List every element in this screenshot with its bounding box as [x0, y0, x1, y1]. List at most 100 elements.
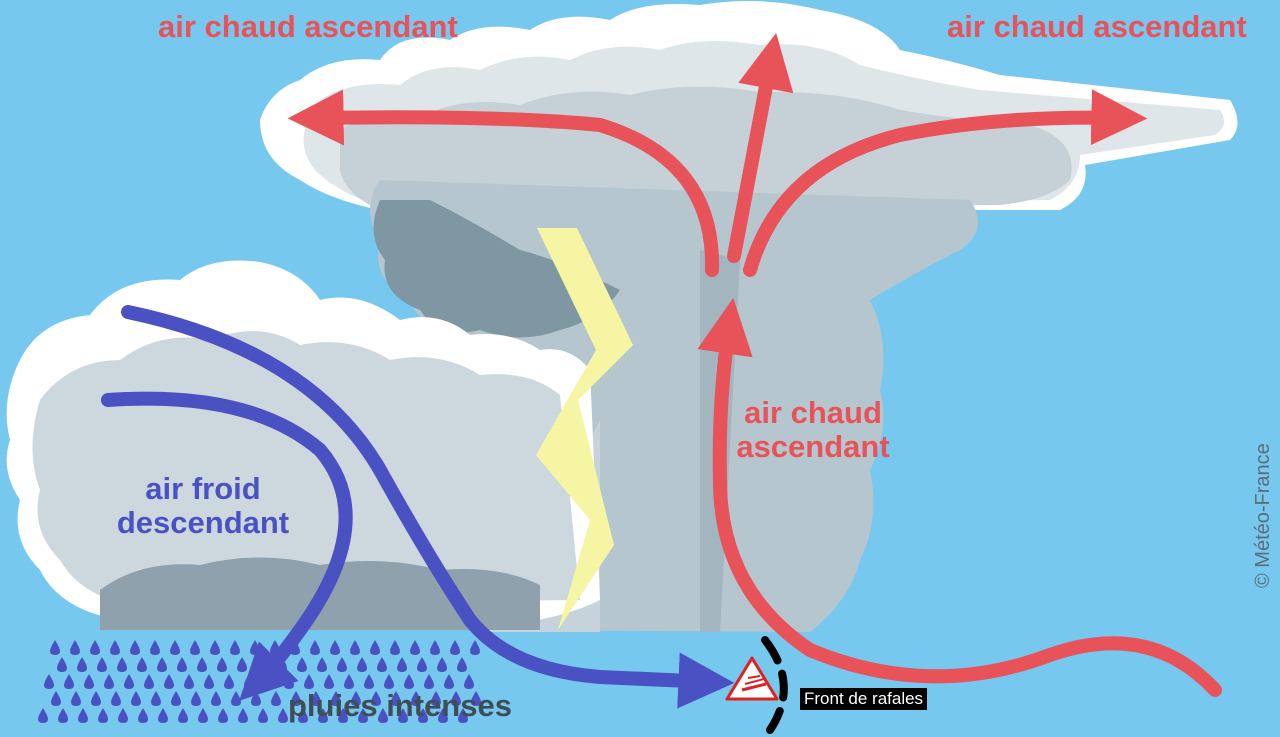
- credit-text: © Météo-France: [1252, 443, 1274, 588]
- raindrop-icon: [91, 691, 101, 706]
- raindrop-icon: [44, 674, 54, 689]
- label-cold-descending: air froid descendant: [98, 471, 308, 540]
- lightning-bolt-icon: [536, 228, 633, 630]
- raindrop-icon: [418, 708, 428, 723]
- raindrop-icon: [57, 657, 67, 672]
- raindrop-icon: [231, 691, 241, 706]
- raindrop-icon: [358, 708, 368, 723]
- raindrop-icon: [430, 640, 440, 655]
- raindrop-icon: [431, 691, 441, 706]
- raindrop-icon: [251, 691, 261, 706]
- label-warm-mid-line1: air chaud: [744, 395, 882, 430]
- raindrop-icon: [470, 640, 480, 655]
- raindrop-icon: [378, 708, 388, 723]
- raindrop-icon: [210, 640, 220, 655]
- raindrop-icon: [238, 708, 248, 723]
- warm-outflow-right-arrow: [743, 89, 1148, 277]
- raindrop-icon: [331, 691, 341, 706]
- raindrop-icon: [150, 640, 160, 655]
- raindrop-icon: [158, 708, 168, 723]
- cold-downdraft-arrow-1: [101, 391, 353, 701]
- raindrop-icon: [170, 640, 180, 655]
- raindrop-icon: [124, 674, 134, 689]
- raindrop-icon: [444, 674, 454, 689]
- raindrop-icon: [464, 674, 474, 689]
- gust-warning-icon: [725, 656, 779, 701]
- raindrop-icon: [364, 674, 374, 689]
- raindrop-icon: [304, 674, 314, 689]
- raindrop-icon: [184, 674, 194, 689]
- raindrop-icon: [224, 674, 234, 689]
- raindrop-icon: [370, 640, 380, 655]
- raindrop-icon: [384, 674, 394, 689]
- raindrop-icon: [230, 640, 240, 655]
- warm-updraft-arrow: [697, 297, 1222, 697]
- raindrop-icon: [118, 708, 128, 723]
- raindrop-icon: [250, 640, 260, 655]
- raindrop-icon: [390, 640, 400, 655]
- raindrop-icon: [344, 674, 354, 689]
- raindrop-icon: [78, 708, 88, 723]
- raindrop-icon: [198, 708, 208, 723]
- raindrop-icon: [237, 657, 247, 672]
- raindrop-icon: [190, 640, 200, 655]
- rain-area: [38, 640, 481, 723]
- raindrop-icon: [338, 708, 348, 723]
- raindrop-icon: [104, 674, 114, 689]
- raindrop-icon: [204, 674, 214, 689]
- label-warm-mid: air chaud ascendant: [728, 395, 898, 465]
- raindrop-icon: [110, 640, 120, 655]
- raindrop-icon: [457, 657, 467, 672]
- raindrop-icon: [84, 674, 94, 689]
- label-cold-line1: air froid: [145, 471, 261, 506]
- raindrop-icon: [130, 640, 140, 655]
- raindrop-icon: [191, 691, 201, 706]
- raindrop-icon: [77, 657, 87, 672]
- raindrop-icon: [311, 691, 321, 706]
- raindrop-icon: [438, 708, 448, 723]
- raindrop-icon: [71, 691, 81, 706]
- raindrop-icon: [98, 708, 108, 723]
- raindrop-icon: [318, 708, 328, 723]
- raindrop-icon: [197, 657, 207, 672]
- warm-outflow-up-arrow: [727, 32, 794, 263]
- raindrop-icon: [131, 691, 141, 706]
- raindrop-icon: [151, 691, 161, 706]
- raindrop-icon: [324, 674, 334, 689]
- raindrop-icon: [217, 657, 227, 672]
- raindrop-icon: [471, 691, 481, 706]
- raindrop-icon: [218, 708, 228, 723]
- gust-front-line: [761, 636, 788, 734]
- raindrop-icon: [117, 657, 127, 672]
- raindrop-icon: [278, 708, 288, 723]
- raindrop-icon: [111, 691, 121, 706]
- raindrop-icon: [391, 691, 401, 706]
- raindrop-icon: [258, 708, 268, 723]
- raindrop-icon: [51, 691, 61, 706]
- raindrop-icon: [70, 640, 80, 655]
- label-warm-mid-line2: ascendant: [736, 429, 890, 465]
- warm-outflow-left-arrow: [287, 89, 720, 277]
- cold-air-arrows: [101, 305, 735, 709]
- raindrop-icon: [138, 708, 148, 723]
- raindrop-icon: [137, 657, 147, 672]
- cold-downdraft-arrow-2: [121, 305, 735, 709]
- raindrop-icon: [351, 691, 361, 706]
- label-warm-top-right: air chaud ascendant: [947, 9, 1247, 44]
- raindrop-icon: [64, 674, 74, 689]
- raindrop-icon: [417, 657, 427, 672]
- raindrop-icon: [397, 657, 407, 672]
- raindrop-icon: [38, 708, 48, 723]
- raindrop-icon: [157, 657, 167, 672]
- raindrop-icon: [177, 657, 187, 672]
- raindrop-icon: [357, 657, 367, 672]
- label-gust-front: Front de rafales: [800, 688, 928, 710]
- raindrop-icon: [97, 657, 107, 672]
- raindrop-icon: [90, 640, 100, 655]
- raindrop-icon: [297, 657, 307, 672]
- raindrop-icon: [58, 708, 68, 723]
- raindrop-icon: [171, 691, 181, 706]
- raindrop-icon: [458, 708, 468, 723]
- raindrop-icon: [450, 640, 460, 655]
- raindrop-icon: [317, 657, 327, 672]
